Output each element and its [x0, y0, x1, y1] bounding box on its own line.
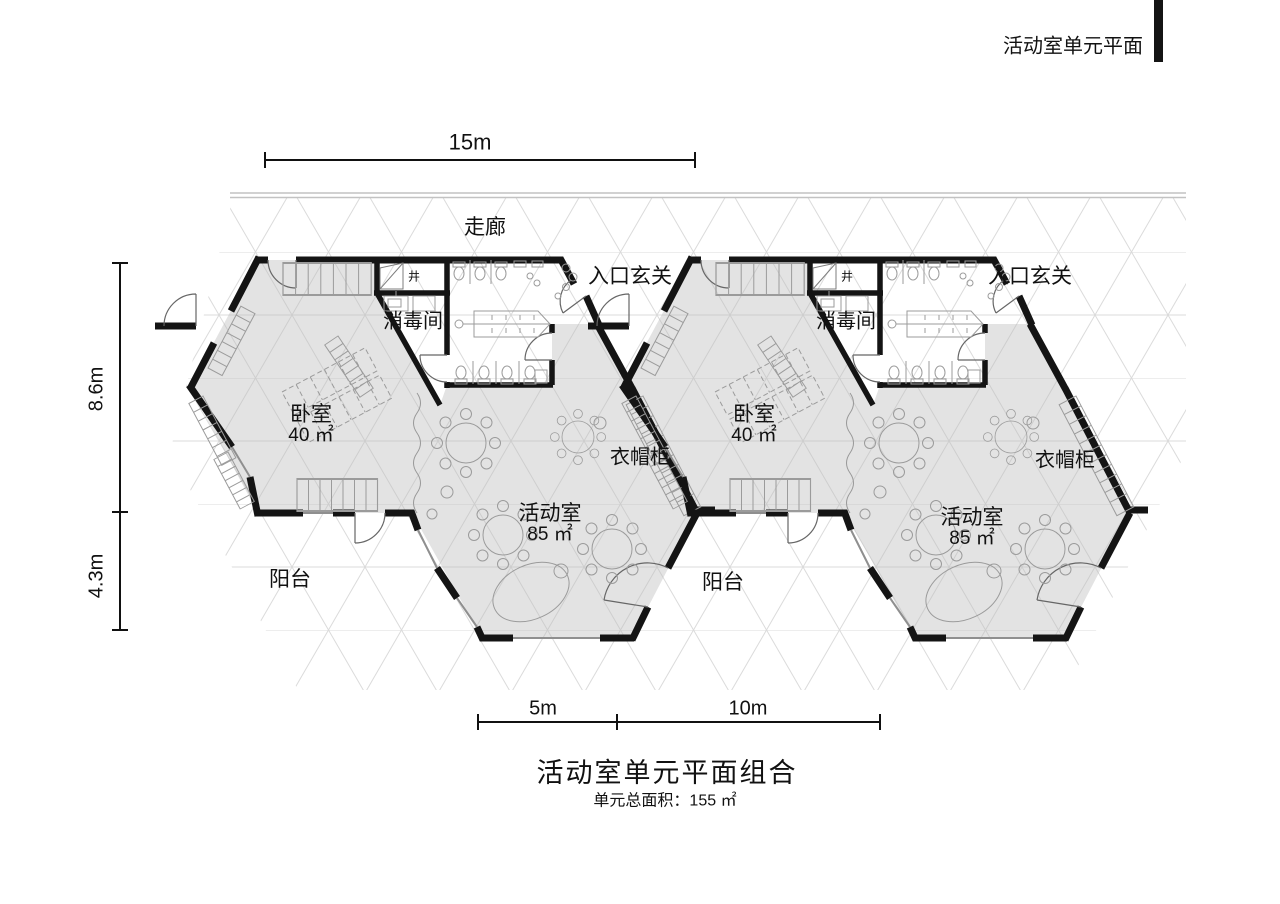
dimension-lines: [112, 152, 881, 730]
dim-left-upper: 8.6m: [85, 366, 108, 412]
total-area-label: 单元总面积：: [593, 792, 690, 810]
unit-1-activity-label: 活动室 85 ㎡: [518, 502, 582, 546]
room-name: 活动室: [518, 502, 582, 526]
page-title: 活动室单元平面: [1003, 35, 1143, 58]
room-name: 活动室: [940, 506, 1004, 530]
unit-1-balcony-label: 阳台: [269, 567, 311, 591]
dim-left-lower: 4.3m: [85, 553, 108, 599]
unit-2-bedroom-label: 卧室 40 ㎡: [731, 403, 777, 447]
unit-1-wardrobe-label: 衣帽柜: [610, 446, 670, 469]
room-name: 卧室: [289, 403, 332, 427]
unit-2-disinfection-label: 消毒间: [816, 310, 876, 333]
unit-1-bedroom-label: 卧室 40 ㎡: [288, 403, 334, 447]
unit-2-entrance-label: 入口玄关: [988, 264, 1072, 288]
drawing-subtitle: 单元总面积：155 ㎡: [593, 792, 737, 811]
dim-bottom-left: 5m: [529, 697, 557, 720]
room-area: 85 ㎡: [949, 528, 995, 550]
unit-1-entrance-label: 入口玄关: [588, 264, 672, 288]
dim-top-width: 15m: [448, 129, 492, 155]
unit-2-balcony-label: 阳台: [702, 570, 744, 594]
unit-2-shaft-label: 井: [840, 269, 854, 284]
unit-2-wardrobe-label: 衣帽柜: [1035, 449, 1095, 472]
room-area: 40 ㎡: [288, 425, 334, 447]
total-area-value: 155 ㎡: [689, 792, 737, 810]
drawing-title: 活动室单元平面组合: [536, 757, 798, 788]
unit-1-shaft-label: 井: [407, 269, 421, 284]
corridor-label: 走廊: [464, 215, 506, 239]
room-area: 40 ㎡: [731, 425, 777, 447]
unit-2-activity-label: 活动室 85 ㎡: [940, 506, 1004, 550]
corridor-line: [230, 192, 1186, 199]
unit-1-disinfection-label: 消毒间: [383, 310, 443, 333]
room-area: 85 ㎡: [527, 524, 573, 546]
title-block-bar: [1154, 0, 1163, 62]
dim-bottom-right: 10m: [728, 697, 768, 720]
room-name: 卧室: [732, 403, 775, 427]
